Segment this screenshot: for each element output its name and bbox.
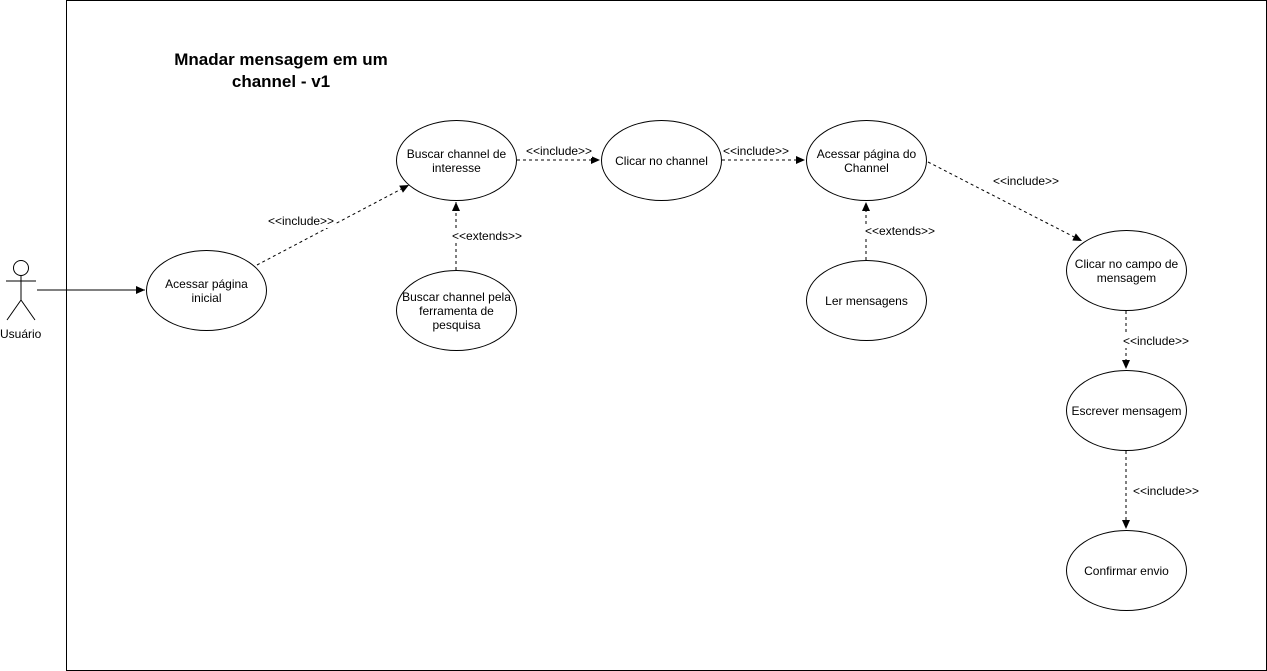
relation-label-include-2: <<include>> [526,144,593,158]
usecase-label: Acessar página do Channel [816,146,917,175]
usecase-acessar-pagina-inicial[interactable]: Acessar página inicial [146,250,267,331]
diagram-title: Mnadar mensagem em um channel - v1 [174,50,388,91]
relation-label-extends-2: <<extends>> [865,224,936,238]
relation-label-include-5: <<include>> [1123,334,1190,348]
include-line-4 [927,161,1083,242]
usecase-buscar-channel-interesse[interactable]: Buscar channel de interesse [396,120,517,201]
usecase-label: Clicar no campo de mensagem [1074,256,1179,285]
usecase-label: Confirmar envio [1084,563,1169,578]
usecase-label: Ler mensagens [825,293,908,308]
usecase-buscar-channel-pesquisa[interactable]: Buscar channel pela ferramenta de pesqui… [396,270,517,351]
usecase-label: Buscar channel de interesse [406,146,507,175]
relation-label-include-1: <<include>> [268,214,335,228]
usecase-label: Clicar no channel [615,153,708,168]
usecase-label: Acessar página inicial [165,276,248,305]
usecase-confirmar-envio[interactable]: Confirmar envio [1066,530,1187,611]
usecase-label: Buscar channel pela ferramenta de pesqui… [402,289,511,332]
relation-label-include-3: <<include>> [723,144,790,158]
usecase-clicar-channel[interactable]: Clicar no channel [601,120,722,201]
relation-label-extends-1: <<extends>> [452,229,523,243]
usecase-escrever-mensagem[interactable]: Escrever mensagem [1066,370,1187,451]
actor-figure [6,260,36,321]
actor-label-usuario: Usuário [0,327,42,341]
usecase-clicar-campo-mensagem[interactable]: Clicar no campo de mensagem [1066,230,1187,311]
usecase-label: Escrever mensagem [1071,403,1182,418]
usecase-acessar-pagina-channel[interactable]: Acessar página do Channel [806,120,927,201]
usecase-ler-mensagens[interactable]: Ler mensagens [806,260,927,341]
relation-label-include-4: <<include>> [993,174,1060,188]
relation-label-include-6: <<include>> [1133,484,1200,498]
